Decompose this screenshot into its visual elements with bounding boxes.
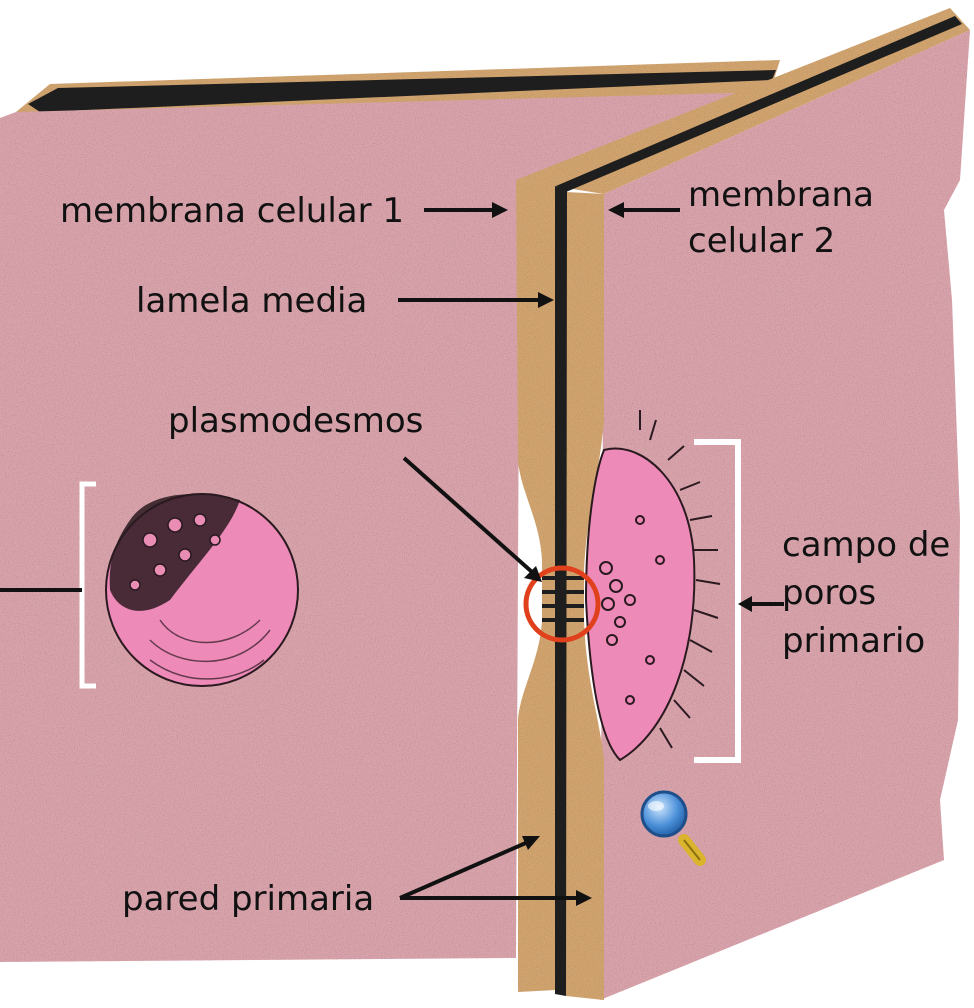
label-membrana-celular-2-line1: membrana bbox=[688, 175, 874, 215]
label-campo-line1: campo de bbox=[782, 525, 950, 565]
label-membrana-celular-1: membrana celular 1 bbox=[60, 191, 404, 231]
label-campo-line2: poros bbox=[782, 573, 876, 613]
label-membrana-celular-2-line2: celular 2 bbox=[688, 221, 835, 261]
label-lamela-media: lamela media bbox=[136, 281, 367, 321]
label-campo-line3: primario bbox=[782, 621, 925, 661]
label-plasmodesmos: plasmodesmos bbox=[168, 401, 423, 441]
label-pared-primaria: pared primaria bbox=[122, 879, 374, 919]
